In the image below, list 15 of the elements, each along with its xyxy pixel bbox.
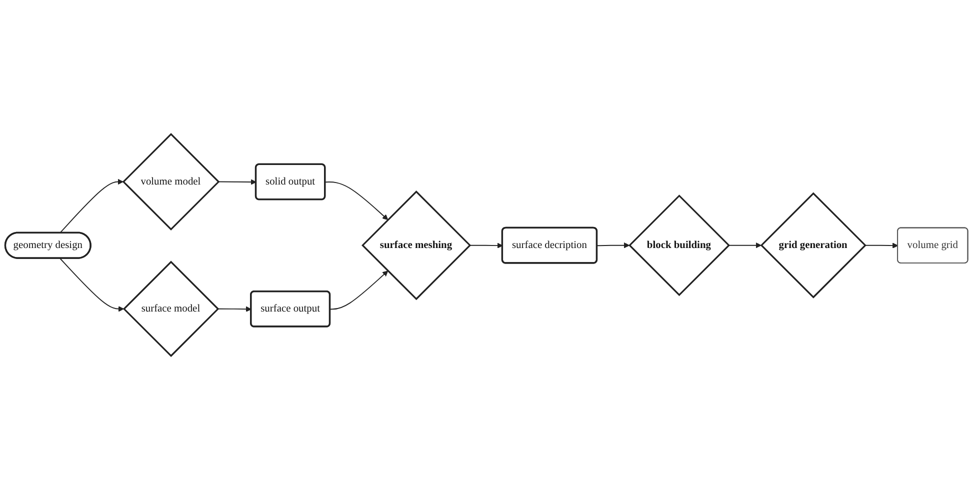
node-diamond: surface model (122, 261, 220, 358)
arrow (60, 179, 124, 234)
arrow (469, 243, 503, 249)
arrow (330, 271, 388, 310)
node-diamond: surface meshing (362, 191, 472, 301)
arrow (218, 180, 256, 186)
arrow (864, 243, 898, 249)
node-diamond: block building (628, 195, 730, 297)
arrow (596, 242, 630, 249)
arrow (60, 258, 124, 312)
arrow (728, 242, 762, 249)
node-diamond: volume model (122, 134, 220, 231)
node-diamond: grid generation (760, 192, 866, 299)
arrow (324, 182, 388, 220)
arrow (217, 306, 252, 312)
